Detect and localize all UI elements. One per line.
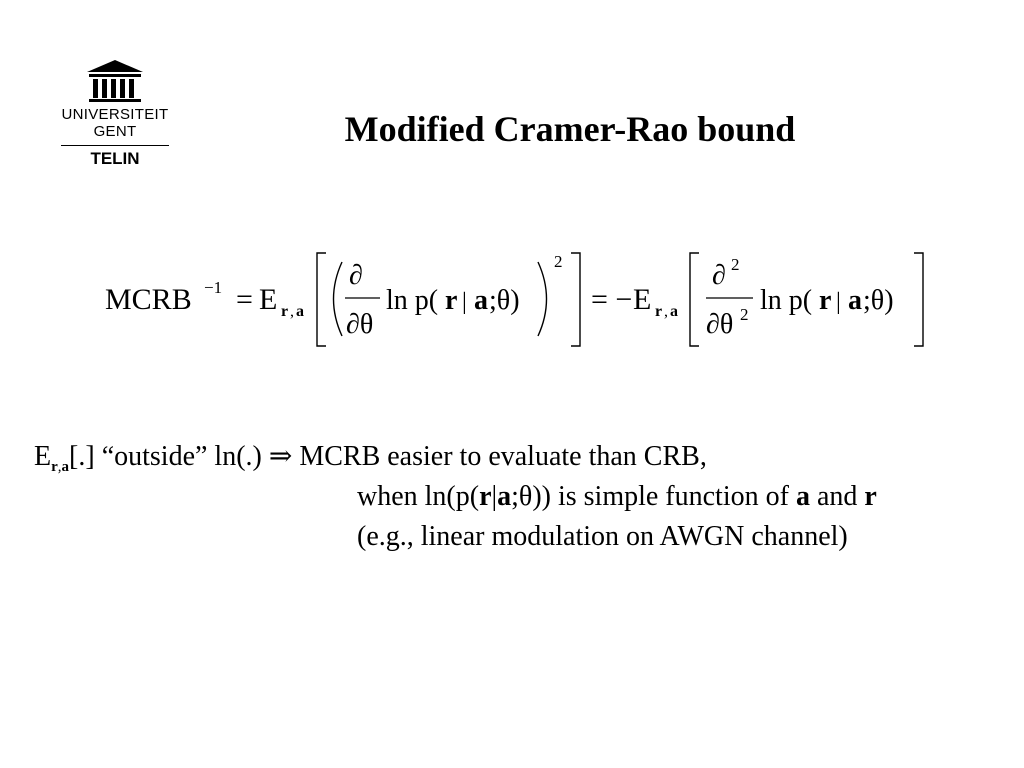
eq-partial-theta-sq: ∂θ [706, 309, 733, 340]
university-city: GENT [93, 123, 137, 140]
explanation-line-2: when ln(p(r|a;θ)) is simple function of … [357, 481, 877, 512]
eq-equals-negative: = − [591, 283, 632, 316]
eq-a: a [474, 285, 488, 316]
eq-expectation-sub-r: r [281, 303, 288, 320]
eq-expectation-2-sub-r: r [655, 303, 662, 320]
implies-symbol: ⇒ [268, 441, 293, 472]
eq-mcrb: MCRB [105, 283, 192, 316]
mcrb-equation: MCRB −1 = E r , a ∂ ∂θ ln p( r | a ;θ) 2… [105, 252, 924, 347]
eq-right-bracket-2 [914, 252, 924, 347]
eq-expectation-sub-comma: , [290, 303, 294, 320]
eq-left-bracket-2 [689, 252, 699, 347]
explanation-text: Er,a[.] “outside” ln(.) ⇒ MCRB easier to… [34, 437, 877, 557]
department-name: TELIN [90, 149, 140, 168]
bold-a: a [497, 481, 512, 512]
eq-equals: = [236, 283, 253, 316]
eq-theta-sq-exponent: 2 [740, 305, 749, 324]
eq-r-2: r [819, 285, 831, 316]
bold-a-2: a [795, 481, 810, 512]
eq-partial: ∂ [349, 260, 363, 291]
eq-left-bracket [316, 252, 326, 347]
eq-right-bracket [571, 252, 581, 347]
bracket-dot: [.] [69, 441, 95, 472]
university-name: UNIVERSITEIT [61, 106, 169, 123]
slide-title: Modified Cramer-Rao bound [344, 109, 796, 149]
eq-expectation-2: E [633, 283, 651, 316]
bold-r-2: r [864, 481, 877, 512]
eq-left-paren [332, 261, 343, 337]
expectation-subscript: r,a [51, 459, 70, 475]
eq-semi-theta-2: ;θ) [863, 285, 894, 316]
explanation-line-1: Er,a[.] “outside” ln(.) ⇒ MCRB easier to… [34, 437, 877, 477]
eq-partial-sq-exponent: 2 [731, 255, 740, 274]
eq-expectation: E [259, 283, 277, 316]
outside-quote: “outside” ln(.) [101, 441, 262, 472]
expectation-symbol: E [34, 441, 52, 472]
eq-expectation-2-sub-comma: , [664, 303, 668, 320]
eq-partial-sq: ∂ [712, 260, 726, 291]
eq-partial-theta: ∂θ [346, 309, 373, 340]
eq-a-2: a [848, 285, 862, 316]
bold-r: r [479, 481, 492, 512]
university-logo: UNIVERSITEIT GENT TELIN [40, 58, 190, 169]
eq-ln-p-open: ln p( [386, 285, 438, 316]
eq-right-paren [537, 261, 548, 337]
logo-divider [61, 145, 169, 146]
explanation-line-3: (e.g., linear modulation on AWGN channel… [357, 521, 848, 552]
eq-r: r [445, 285, 457, 316]
conclusion-text: MCRB easier to evaluate than CRB, [299, 441, 707, 472]
eq-bar-2: | [836, 289, 841, 315]
eq-square-exponent: 2 [554, 252, 563, 271]
eq-semi-theta: ;θ) [489, 285, 520, 316]
eq-bar: | [462, 289, 467, 315]
eq-ln-p-open-2: ln p( [760, 285, 812, 316]
eq-expectation-sub-a: a [296, 303, 304, 320]
eq-expectation-2-sub-a: a [670, 303, 678, 320]
eq-inverse-exponent: −1 [204, 278, 222, 297]
university-building-icon [87, 60, 143, 102]
